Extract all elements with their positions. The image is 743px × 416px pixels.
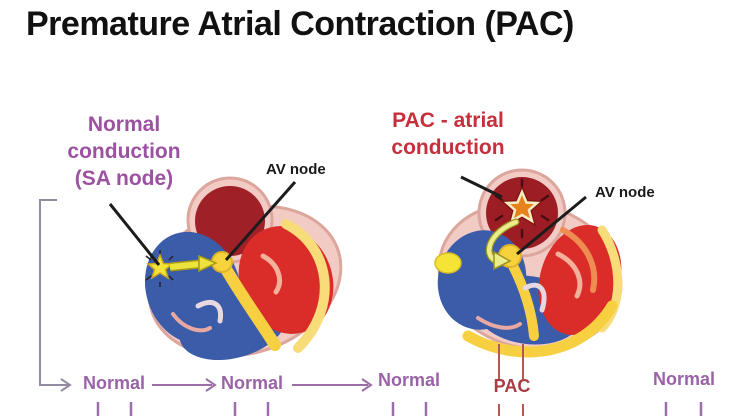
normal-conduction-label-line1: Normal [87,113,161,136]
beat-arrow [152,378,373,392]
pointer-line-ectopic-focus [460,175,503,199]
pac-conduction-label: PAC - atrial conduction [360,108,536,162]
valve-streak [476,316,522,330]
ectopic-focus-star-icon [494,178,550,239]
pac-heart-illustration [434,168,623,358]
beat-label-normal-2: Normal [220,373,283,393]
av-node-label-right: AV node [595,184,655,201]
valve-streak [195,300,224,324]
bracket-connector [39,199,72,392]
pac-conduction-label-line2: conduction [391,135,505,159]
beat-tick-marks [96,402,703,416]
normal-conduction-label-line2: conduction [67,139,181,163]
pac-conduction-label-line1: PAC - atrial [392,109,504,132]
beat-label-normal-1: Normal [82,373,145,393]
conduction-arrow-icon [169,254,218,273]
ventricle-streak [560,227,598,293]
av-node-label-left: AV node [266,161,326,178]
pointer-line-av-node-right [516,195,587,256]
normal-heart-illustration [144,176,343,361]
normal-conduction-label: Normal conduction (SA node) [38,112,210,193]
pac-connector-lines [498,344,524,416]
ventricle-streak [555,251,583,299]
pointer-line-sa-node [108,203,161,266]
beat-label-normal-3: Normal [377,370,440,390]
pointer-line-av-node-left [224,181,297,261]
red-ventricle [238,226,334,334]
page-title: Premature Atrial Contraction (PAC) [26,5,574,43]
sa-node-inactive [434,252,462,274]
sa-node-star-icon [145,250,174,287]
beat-label-normal-4: Normal [652,369,715,389]
normal-conduction-label-line3: (SA node) [74,166,174,190]
ectopic-conduction-arrow-icon [485,218,520,271]
valve-streak [171,312,212,333]
beat-label-pac: PAC [493,376,531,396]
valve-streak [522,282,547,313]
outer-conduction-band [281,219,330,353]
septum-conduction-band [505,255,539,341]
atrium-chamber [195,186,265,256]
bottom-conduction-band [462,300,618,358]
valve-streak [260,253,282,295]
